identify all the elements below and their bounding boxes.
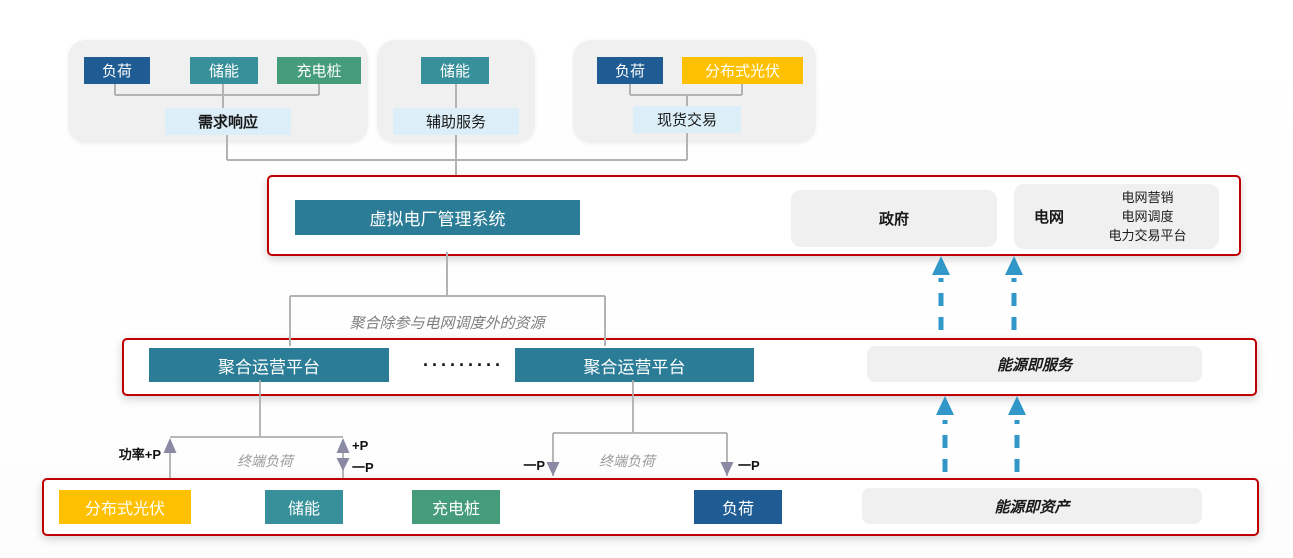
node-load: 负荷: [597, 57, 663, 84]
asset-load: 负荷: [694, 490, 782, 524]
node-storage: 储能: [190, 57, 258, 84]
up-arrow-icon: [1005, 256, 1023, 275]
down-arrow-icon: [546, 462, 560, 476]
energy-asset-row: 分布式光伏 储能 充电桩 负荷 能源即资产: [42, 478, 1259, 536]
grid-function-trading-platform: 电力交易平台: [1108, 228, 1187, 243]
terminal-load-label-right: 终端负荷: [599, 453, 655, 469]
up-arrow-icon: [932, 256, 950, 275]
aggregation-note: 聚合除参与电网调度外的资源: [349, 315, 545, 332]
group-spot-trading: 负荷 分布式光伏 现货交易: [573, 40, 816, 143]
node-charger: 充电桩: [277, 57, 361, 84]
node-storage: 储能: [421, 57, 489, 84]
service-ancillary: 辅助服务: [393, 108, 519, 135]
down-arrow-icon: [720, 462, 734, 476]
aggregation-platform-box-2: 聚合运营平台: [515, 348, 754, 382]
grid-functions-list: 电网营销 电网调度 电力交易平台: [1084, 188, 1219, 245]
up-arrow-icon: [163, 438, 177, 453]
ellipsis-dots: ·········: [423, 354, 504, 375]
vpp-management-system-box: 虚拟电厂管理系统: [295, 200, 580, 235]
asset-distributed-pv: 分布式光伏: [59, 490, 191, 524]
up-arrow-icon: [336, 438, 350, 453]
up-arrow-icon: [936, 396, 954, 415]
group-demand-response: 负荷 储能 充电桩 需求响应: [68, 40, 368, 143]
up-arrow-icon: [1008, 396, 1026, 415]
energy-as-asset-box: 能源即资产: [862, 488, 1202, 524]
minus-p-label: 一P: [738, 458, 760, 473]
asset-storage: 储能: [265, 490, 343, 524]
aggregation-platform-box-1: 聚合运营平台: [149, 348, 389, 382]
government-box: 政府: [791, 190, 997, 247]
minus-p-label: 一P: [523, 458, 545, 473]
power-plus-p-label: 功率+P: [118, 447, 161, 462]
grid-box: 电网 电网营销 电网调度 电力交易平台: [1014, 184, 1219, 249]
service-spot-trading: 现货交易: [633, 106, 741, 133]
node-load: 负荷: [84, 57, 150, 84]
grid-function-dispatch: 电网调度: [1121, 209, 1174, 224]
vpp-management-row: 虚拟电厂管理系统 政府 电网 电网营销 电网调度 电力交易平台: [267, 175, 1241, 256]
node-distributed-pv: 分布式光伏: [682, 57, 803, 84]
service-demand-response: 需求响应: [165, 108, 291, 135]
asset-charger: 充电桩: [412, 490, 500, 524]
plus-p-label: +P: [352, 438, 369, 453]
terminal-load-label-left: 终端负荷: [237, 453, 293, 469]
minus-p-label: 一P: [352, 460, 374, 475]
grid-function-marketing: 电网营销: [1121, 190, 1174, 205]
energy-as-service-box: 能源即服务: [867, 346, 1202, 382]
grid-label: 电网: [1033, 209, 1064, 226]
group-ancillary-services: 储能 辅助服务: [377, 40, 535, 143]
aggregation-platform-row: 聚合运营平台 ········· 聚合运营平台 能源即服务: [122, 338, 1257, 396]
down-arrow-icon: [336, 458, 350, 471]
